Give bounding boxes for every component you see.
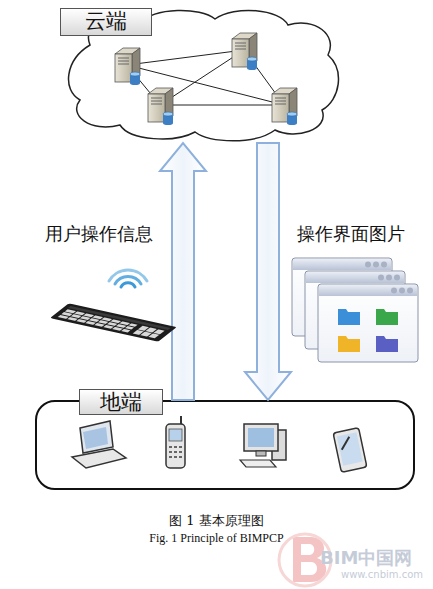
watermark-text: BIM中国网 bbox=[320, 546, 430, 570]
key-gap bbox=[102, 319, 113, 327]
node-heading: 地端 bbox=[79, 389, 163, 415]
key-row bbox=[58, 315, 131, 333]
keyboard-body bbox=[50, 303, 177, 341]
figure-caption: 图 1 基本原理图 bbox=[0, 512, 433, 530]
folder-icon bbox=[338, 309, 360, 325]
window-titlebar bbox=[319, 285, 417, 296]
key-gap bbox=[84, 315, 95, 323]
window-titlebar bbox=[293, 259, 391, 270]
watermark-url: www.cnbim.com bbox=[341, 569, 431, 580]
wave-arc bbox=[121, 283, 135, 287]
window-button bbox=[407, 288, 413, 294]
cloud-node: 云端 bbox=[60, 5, 340, 143]
arrow-label: 操作界面图片 bbox=[297, 222, 405, 246]
key-pad bbox=[133, 326, 165, 339]
window-button bbox=[365, 262, 371, 268]
window-frame bbox=[292, 258, 392, 336]
wireless-waves bbox=[109, 270, 147, 287]
wave-arc bbox=[115, 276, 141, 284]
key-row bbox=[65, 309, 138, 327]
app-window bbox=[318, 284, 418, 362]
app-window bbox=[292, 258, 392, 336]
key-gap bbox=[147, 329, 158, 337]
figure-caption-en: Fig. 1 Principle of BIMPCP bbox=[0, 531, 433, 546]
app-window bbox=[305, 271, 405, 349]
wave-arc bbox=[109, 270, 147, 281]
key-gap bbox=[111, 321, 122, 329]
window-titlebar bbox=[306, 272, 404, 283]
node-heading: 云端 bbox=[60, 8, 152, 36]
key-gaps bbox=[66, 311, 166, 339]
key-row bbox=[61, 312, 134, 330]
key-gap bbox=[120, 323, 131, 331]
folder-icon bbox=[376, 309, 398, 325]
arrow-label: 用户操作信息 bbox=[45, 222, 153, 246]
window-button bbox=[394, 275, 400, 281]
folder-icon bbox=[376, 336, 398, 352]
window-button bbox=[378, 275, 384, 281]
window-button bbox=[373, 262, 379, 268]
window-button bbox=[386, 275, 392, 281]
window-frame bbox=[318, 284, 418, 362]
keyboard-top-row bbox=[68, 306, 171, 330]
folder-icon bbox=[338, 336, 360, 352]
block-arrow bbox=[245, 143, 291, 400]
window-button bbox=[391, 288, 397, 294]
window-button bbox=[399, 288, 405, 294]
window-frame bbox=[305, 271, 405, 349]
key-gap bbox=[137, 329, 161, 334]
block-arrow bbox=[160, 143, 206, 400]
key-gap bbox=[139, 327, 150, 335]
keyboard-keys bbox=[57, 306, 171, 339]
key-gap bbox=[66, 311, 77, 319]
key-gap bbox=[93, 317, 104, 325]
window-button bbox=[381, 262, 387, 268]
ground-node: 地端 bbox=[35, 400, 415, 490]
window-stack bbox=[292, 258, 418, 362]
key-gap bbox=[75, 313, 86, 321]
keyboard-symbol bbox=[50, 303, 177, 341]
